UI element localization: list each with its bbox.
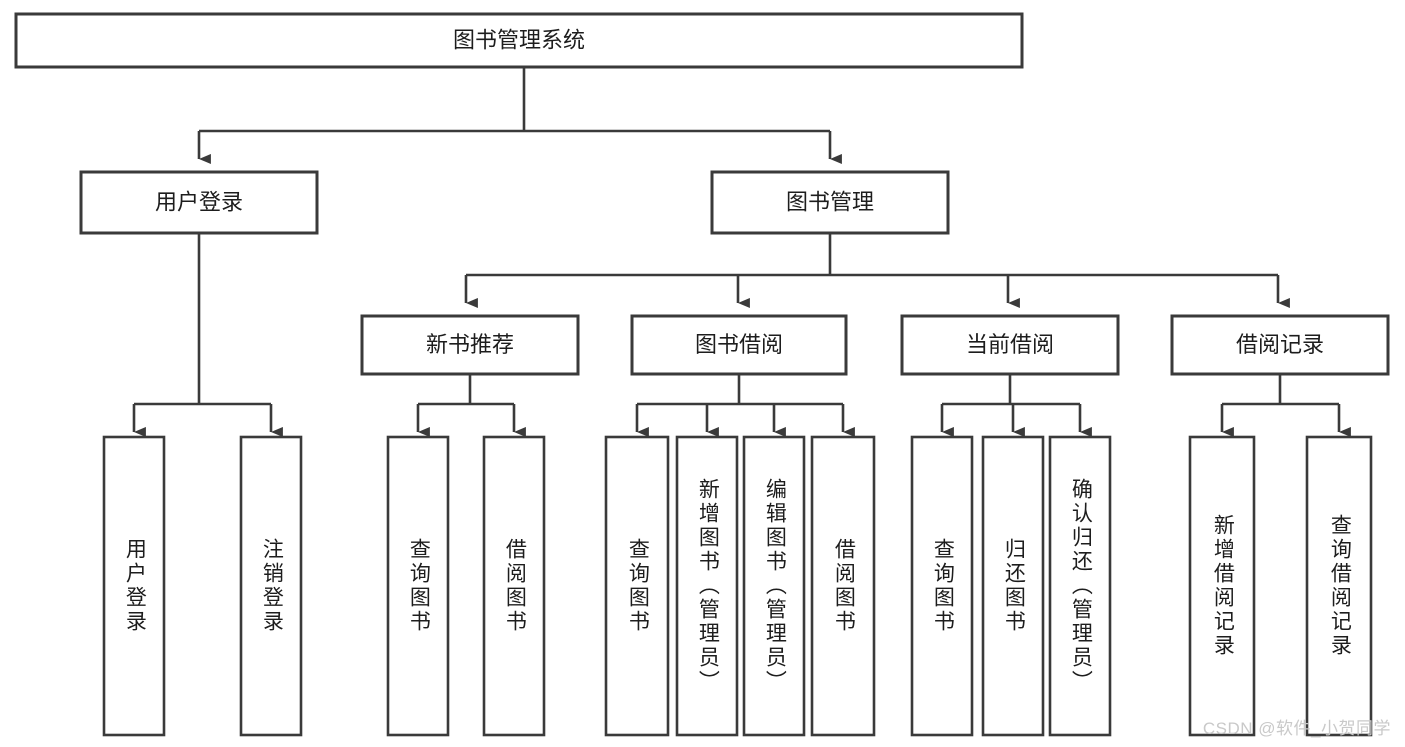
leaf-leaf-borrow-book-2[interactable] <box>810 435 876 737</box>
leaf-box-leaf-query-book-2 <box>604 435 670 737</box>
leaf-leaf-query-book-1[interactable] <box>386 435 450 737</box>
node-user-login[interactable]: 用户登录 <box>79 170 319 235</box>
node-new-book-recommend[interactable]: 新书推荐 <box>360 314 580 376</box>
leaf-leaf-logout[interactable] <box>239 435 303 737</box>
watermark: CSDN @软件_小贺同学 <box>1202 719 1391 738</box>
leaf-leaf-edit-book[interactable] <box>742 435 806 737</box>
node-box-user-login <box>79 170 319 235</box>
leaf-box-leaf-user-login <box>102 435 166 737</box>
leaf-box-leaf-edit-book <box>742 435 806 737</box>
leaf-leaf-user-login[interactable] <box>102 435 166 737</box>
leaf-box-leaf-add-record <box>1188 435 1256 737</box>
node-box-book-borrow <box>630 314 848 376</box>
node-label-borrow-record: 借阅记录 <box>1236 332 1324 357</box>
node-book-management[interactable]: 图书管理 <box>710 170 950 235</box>
node-label-book-borrow: 图书借阅 <box>695 332 783 357</box>
leaf-box-leaf-query-book-3 <box>910 435 974 737</box>
leaf-leaf-borrow-book-1[interactable] <box>482 435 546 737</box>
leaf-leaf-query-book-3[interactable] <box>910 435 974 737</box>
leaf-box-leaf-confirm-return <box>1048 435 1112 737</box>
leaf-box-leaf-borrow-book-1 <box>482 435 546 737</box>
node-box-root <box>14 12 1024 69</box>
leaf-leaf-add-record[interactable] <box>1188 435 1256 737</box>
leaf-box-leaf-logout <box>239 435 303 737</box>
connector-layer <box>132 67 1351 438</box>
node-label-book-management: 图书管理 <box>786 189 874 214</box>
node-label-new-book-recommend: 新书推荐 <box>426 332 514 357</box>
node-borrow-record[interactable]: 借阅记录 <box>1170 314 1390 376</box>
node-label-current-borrow: 当前借阅 <box>966 332 1054 357</box>
leaf-box-leaf-query-book-1 <box>386 435 450 737</box>
node-book-borrow[interactable]: 图书借阅 <box>630 314 848 376</box>
node-label-root: 图书管理系统 <box>453 27 585 52</box>
node-current-borrow[interactable]: 当前借阅 <box>900 314 1120 376</box>
leaf-leaf-add-book[interactable] <box>675 435 739 737</box>
leaf-box-leaf-borrow-book-2 <box>810 435 876 737</box>
node-label-user-login: 用户登录 <box>155 189 243 214</box>
node-root[interactable]: 图书管理系统 <box>14 12 1024 69</box>
leaf-leaf-confirm-return[interactable] <box>1048 435 1112 737</box>
node-box-borrow-record <box>1170 314 1390 376</box>
node-box-new-book-recommend <box>360 314 580 376</box>
leaf-leaf-query-book-2[interactable] <box>604 435 670 737</box>
leaf-box-leaf-query-record <box>1305 435 1373 737</box>
leaf-box-leaf-return-book <box>981 435 1045 737</box>
node-box-book-management <box>710 170 950 235</box>
leaf-leaf-query-record[interactable] <box>1305 435 1373 737</box>
node-box-current-borrow <box>900 314 1120 376</box>
leaf-leaf-return-book[interactable] <box>981 435 1045 737</box>
leaf-box-leaf-add-book <box>675 435 739 737</box>
